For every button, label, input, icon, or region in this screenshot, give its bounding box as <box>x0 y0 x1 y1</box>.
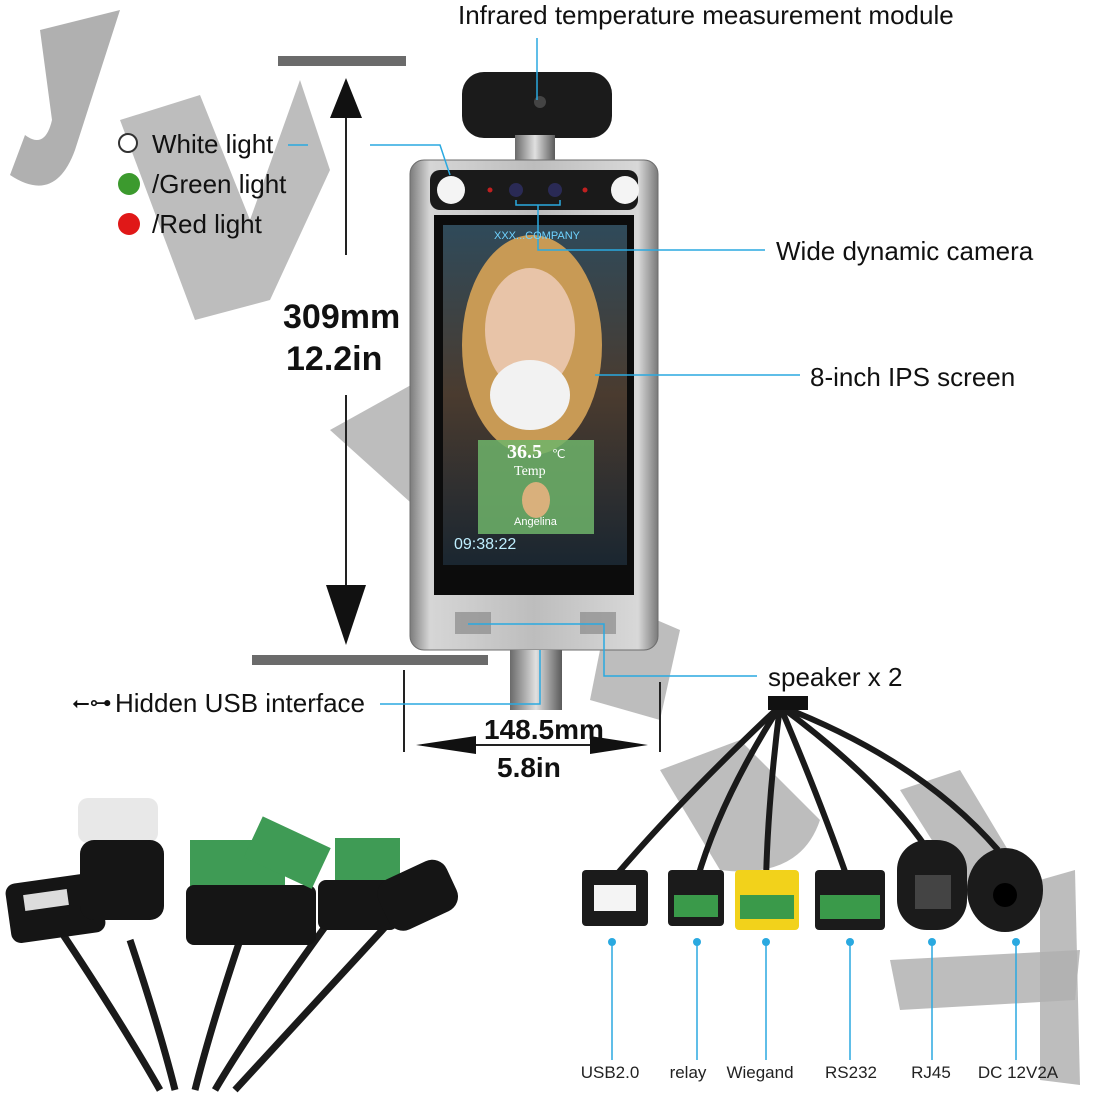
port-label-relay: relay <box>669 1063 707 1082</box>
green-light-dot <box>118 173 140 195</box>
screen-label: 8-inch IPS screen <box>810 362 1016 392</box>
camera-label: Wide dynamic camera <box>776 236 1034 266</box>
infrared-module-label: Infrared temperature measurement module <box>458 0 954 30</box>
usb-interface-label: Hidden USB interface <box>115 688 366 718</box>
cable-photo-connectors <box>5 798 459 945</box>
screen-temp-label: Temp <box>514 464 546 479</box>
port-label-rs232: RS232 <box>825 1063 877 1082</box>
port-label-usb: USB2.0 <box>580 1063 640 1082</box>
callout-lines <box>288 38 800 705</box>
port-label-wiegand: Wiegand <box>726 1063 794 1082</box>
cable-bundle <box>609 703 1001 882</box>
speaker-label: speaker x 2 <box>768 662 903 692</box>
port-label-dc: DC 12V2A <box>977 1063 1059 1082</box>
screen-temperature: 36.5 <box>507 441 542 463</box>
white-light-dot <box>118 133 138 153</box>
screen-company: XXX...COMPANY <box>494 230 580 242</box>
port-pointers <box>611 945 1017 1060</box>
screen-person-name: Angelina <box>514 516 557 528</box>
cable-photo <box>57 897 413 1093</box>
green-light-label: /Green light <box>152 169 287 199</box>
port-label-rj45: RJ45 <box>911 1063 951 1082</box>
red-light-label: /Red light <box>152 209 262 239</box>
height-in: 12.2in <box>286 340 383 378</box>
connector-shapes <box>582 840 1043 932</box>
red-light-dot <box>118 213 140 235</box>
usb-icon: ⭠⊶ <box>72 690 112 715</box>
width-mm: 148.5mm <box>484 714 604 745</box>
height-mm: 309mm <box>283 298 401 336</box>
white-light-label: White light <box>152 129 274 159</box>
width-in: 5.8in <box>497 752 561 783</box>
screen-time: 09:38:22 <box>454 536 517 553</box>
screen-temp-unit: ℃ <box>552 447 566 461</box>
